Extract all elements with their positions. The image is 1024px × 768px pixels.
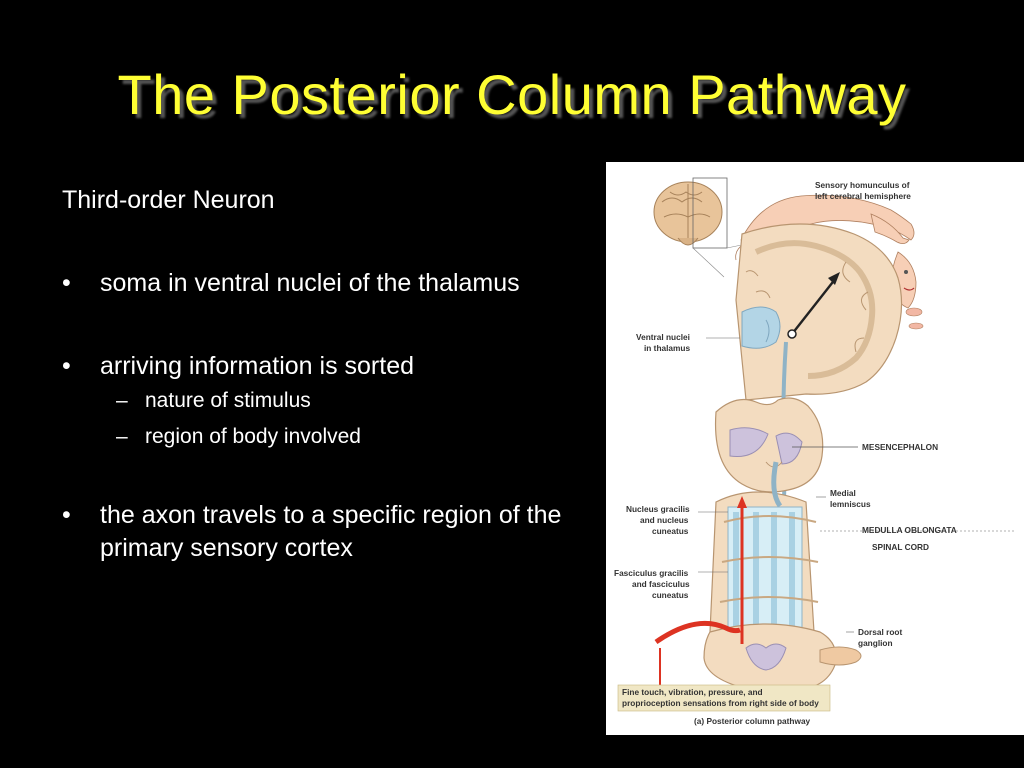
bullet-symbol: • [62,269,71,297]
label-mesencephalon: MESENCEPHALON [862,442,938,452]
slide-content: Third-order Neuron • soma in ventral nuc… [62,186,592,565]
sub-bullet-text: region of body involved [145,425,361,448]
cerebral-hemisphere [735,223,903,573]
label-homunculus-2: left cerebral hemisphere [815,191,911,201]
label-fasciculus-3: cuneatus [652,590,689,600]
bullet-text: arriving information is sorted [100,352,415,380]
label-medial-lemniscus-2: lemniscus [830,499,871,509]
label-ventral-nuclei: Ventral nuclei [636,332,690,342]
label-homunculus: Sensory homunculus of [815,180,910,190]
spinal-segment [654,620,862,693]
bullet-symbol: • [62,501,71,529]
sub-bullet-symbol: – [116,389,128,412]
bullet-item: • the axon travels to a specific region … [62,499,592,565]
label-fasciculus-2: and fasciculus [632,579,690,589]
sub-bullet-text: nature of stimulus [145,389,311,412]
bullet-item: • soma in ventral nuclei of the thalamus [62,267,592,300]
sub-bullet-item: – nature of stimulus [62,383,592,419]
caption-box [617,684,831,712]
bullet-text: soma in ventral nuclei of the thalamus [100,269,520,297]
label-fasciculus: Fasciculus gracilis [614,568,689,578]
mesencephalon-section [714,397,858,493]
label-nucleus-gracilis: Nucleus gracilis [626,504,690,514]
label-dorsal-root: Dorsal root [858,627,902,637]
sub-bullet-item: – region of body involved [62,419,592,455]
label-ventral-nuclei-2: in thalamus [644,343,690,353]
label-spinal-cord: SPINAL CORD [872,542,929,552]
bullet-text: the axon travels to a specific region of… [100,501,562,562]
label-nucleus-gracilis-2: and nucleus [640,515,689,525]
content-heading: Third-order Neuron [62,186,275,214]
label-nucleus-gracilis-3: cuneatus [652,526,689,536]
sub-bullet-symbol: – [116,425,128,448]
bullet-symbol: • [62,352,71,380]
pathway-diagram: Sensory homunculus of left cerebral hemi… [614,177,1016,726]
label-medulla: MEDULLA OBLONGATA [862,525,957,535]
label-medial-lemniscus: Medial [830,488,856,498]
caption-line-2: proprioception sensations from right sid… [622,698,819,708]
figure-caption: (a) Posterior column pathway [694,716,811,726]
homunculus-figure [735,194,924,330]
label-dorsal-root-2: ganglion [858,638,893,648]
slide-title: The Posterior Column Pathway [117,63,907,126]
bullet-item: • arriving information is sorted [62,350,592,383]
caption-line-1: Fine touch, vibration, pressure, and [622,687,763,697]
pathway-figure: Sensory homunculus of left cerebral hemi… [606,162,1024,735]
